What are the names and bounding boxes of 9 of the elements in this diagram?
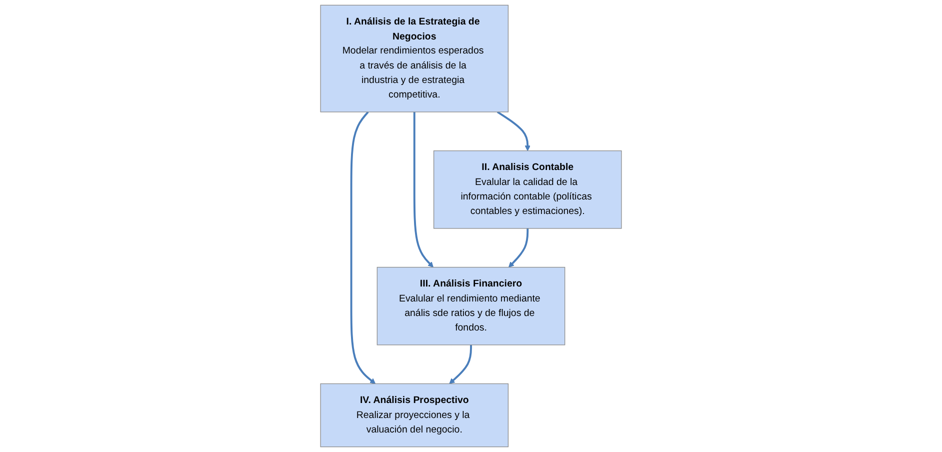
node-box: IV. Análisis Prospectivo Realizar proyecciones y la valuación del negocio. (320, 383, 509, 448)
node-box: II. Analisis Contable Evalular la calidad de la información contable (políticas contables y estimaciones). (433, 150, 622, 229)
arrow (413, 112, 434, 268)
node-box: III. Análisis Financiero Evalular el rendimiento mediante anális sde ratios y de flujos de fondos. (376, 266, 566, 346)
arrow (496, 111, 530, 152)
node-box: I. Análisis de la Estrategia de Negocios Modelar rendimientos esperados a través de análisis de la industria y de estrategia competitiva. (320, 4, 509, 112)
arrow (508, 228, 529, 268)
arrow (449, 344, 472, 384)
arrow (350, 111, 376, 384)
